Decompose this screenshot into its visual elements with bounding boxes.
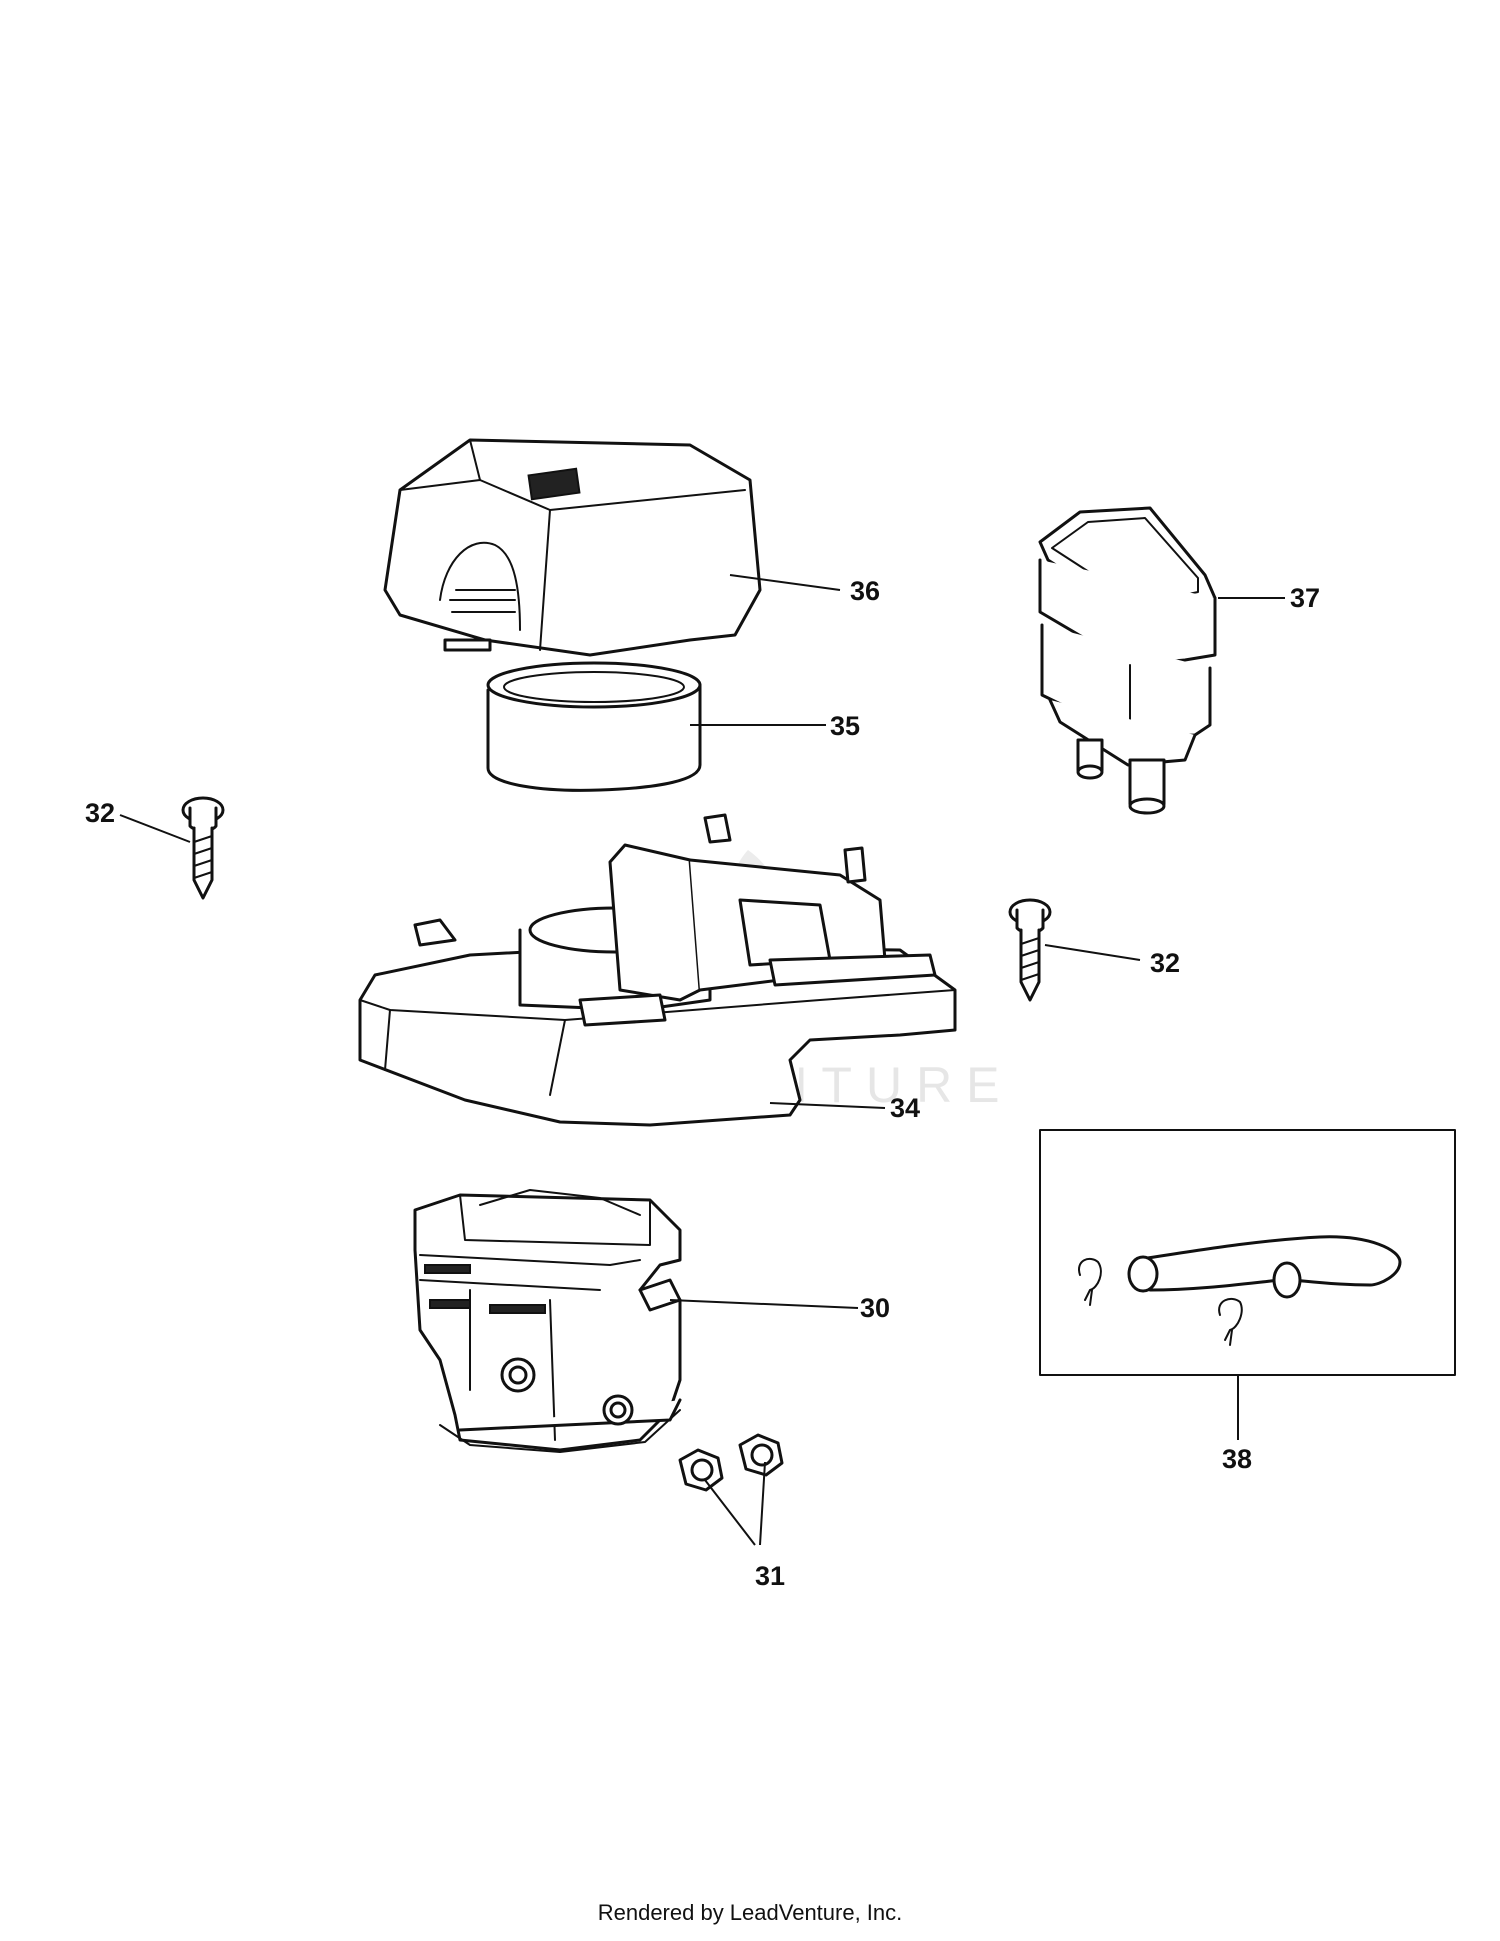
part-32-screw-right[interactable] [1008, 898, 1052, 1002]
part-30-adapter[interactable] [413, 1189, 682, 1453]
leader-36 [729, 574, 841, 591]
part-37-switch[interactable] [1038, 506, 1217, 815]
leader-31 [704, 1461, 766, 1546]
callout-32-left[interactable]: 32 [85, 798, 115, 828]
callout-38[interactable]: 38 [1222, 1444, 1252, 1474]
leader-32-left [119, 814, 191, 843]
footer-credit: Rendered by LeadVenture, Inc. [597, 1900, 903, 1925]
callout-32-right[interactable]: 32 [1150, 948, 1180, 978]
part-36-cover[interactable] [383, 438, 762, 657]
leader-34 [769, 1102, 886, 1109]
callout-30[interactable]: 30 [860, 1293, 890, 1323]
part-34-base[interactable] [358, 813, 957, 1127]
part-31-nuts[interactable] [678, 1433, 784, 1492]
callout-36[interactable]: 36 [850, 576, 880, 606]
leader-32-right [1044, 944, 1141, 961]
part-38-hose-kit[interactable] [1039, 1129, 1456, 1376]
hose-kit-box [1039, 1129, 1456, 1376]
callout-34[interactable]: 34 [890, 1093, 920, 1123]
part-32-screw-left[interactable] [181, 796, 225, 900]
leader-30 [669, 1299, 859, 1309]
callout-37[interactable]: 37 [1290, 583, 1320, 613]
callout-31[interactable]: 31 [755, 1561, 785, 1591]
part-35-filter[interactable] [486, 661, 702, 792]
callout-35[interactable]: 35 [830, 711, 860, 741]
